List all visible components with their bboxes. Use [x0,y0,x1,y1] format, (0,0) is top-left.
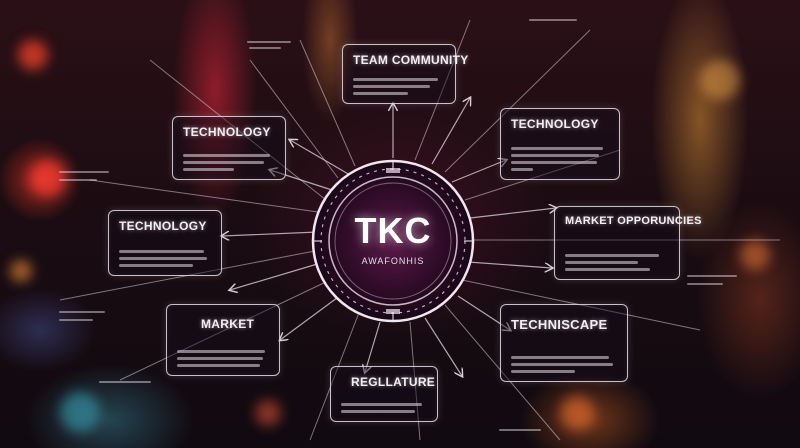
connector-line [424,317,462,376]
connector-line [230,261,325,290]
card-text-placeholder [183,150,275,171]
card-regulature: REGLLATURE [330,366,438,422]
card-title: REGLLATURE [351,375,436,389]
card-text-placeholder [341,399,427,413]
card-market-opportunities: MARKET OPPORUNCIES [554,206,702,280]
connector-line [280,291,346,340]
card-text-placeholder [177,346,269,367]
connector-line [467,261,552,268]
card-title: TECHNOLOGY [183,125,271,139]
bokeh-light [30,160,66,196]
connector-line [464,149,621,201]
bokeh-light [700,60,740,100]
card-technology-left: TECHNOLOGY [108,210,222,276]
card-technology-right: TECHNOLOGY [500,108,620,180]
card-text-placeholder [119,246,211,267]
card-title: TECHNOLOGY [119,219,207,233]
connector-line [222,232,319,236]
connector-line [444,29,591,173]
bokeh-light [18,40,48,70]
connector-line [309,309,361,441]
hub-subtitle: AWAFONHIS [361,256,425,266]
card-text-placeholder [511,143,609,171]
connector-line [89,179,319,213]
card-title: MARKET OPPORUNCIES [565,215,702,227]
connector-line [249,59,339,179]
card-market: MARKET [166,304,280,376]
bokeh-light [60,392,100,432]
connector-line [431,98,470,165]
card-technology-top-left: TECHNOLOGY [172,116,286,180]
card-technoscape: TECHNISCAPE [500,304,628,382]
connector-line [409,321,421,441]
card-title: TEAM COMMUNITY [353,53,469,67]
card-title: TECHNOLOGY [511,117,599,131]
card-title: TECHNISCAPE [511,317,608,332]
bokeh-light [10,260,32,282]
central-hub: TKC AWAFONHIS [310,158,476,324]
bokeh-light [560,396,594,430]
connector-line [414,19,471,161]
hub-title: TKC [354,210,432,251]
card-text-placeholder [565,250,669,271]
connector-line [365,321,381,372]
card-text-placeholder [511,352,617,373]
hub-ring-graphic [311,159,475,323]
connector-line [451,160,506,183]
bokeh-light [740,240,770,270]
card-team-community: TEAM COMMUNITY [342,44,468,104]
connector-line [469,208,556,219]
bokeh-light [255,400,281,426]
card-text-placeholder [353,74,445,95]
connector-line [461,279,701,331]
connector-line [457,295,510,330]
connector-line [119,279,331,381]
connector-line [299,39,356,167]
connector-line [444,304,561,441]
card-title: MARKET [201,317,255,331]
connector-line [290,140,351,176]
connector-line [149,59,327,201]
